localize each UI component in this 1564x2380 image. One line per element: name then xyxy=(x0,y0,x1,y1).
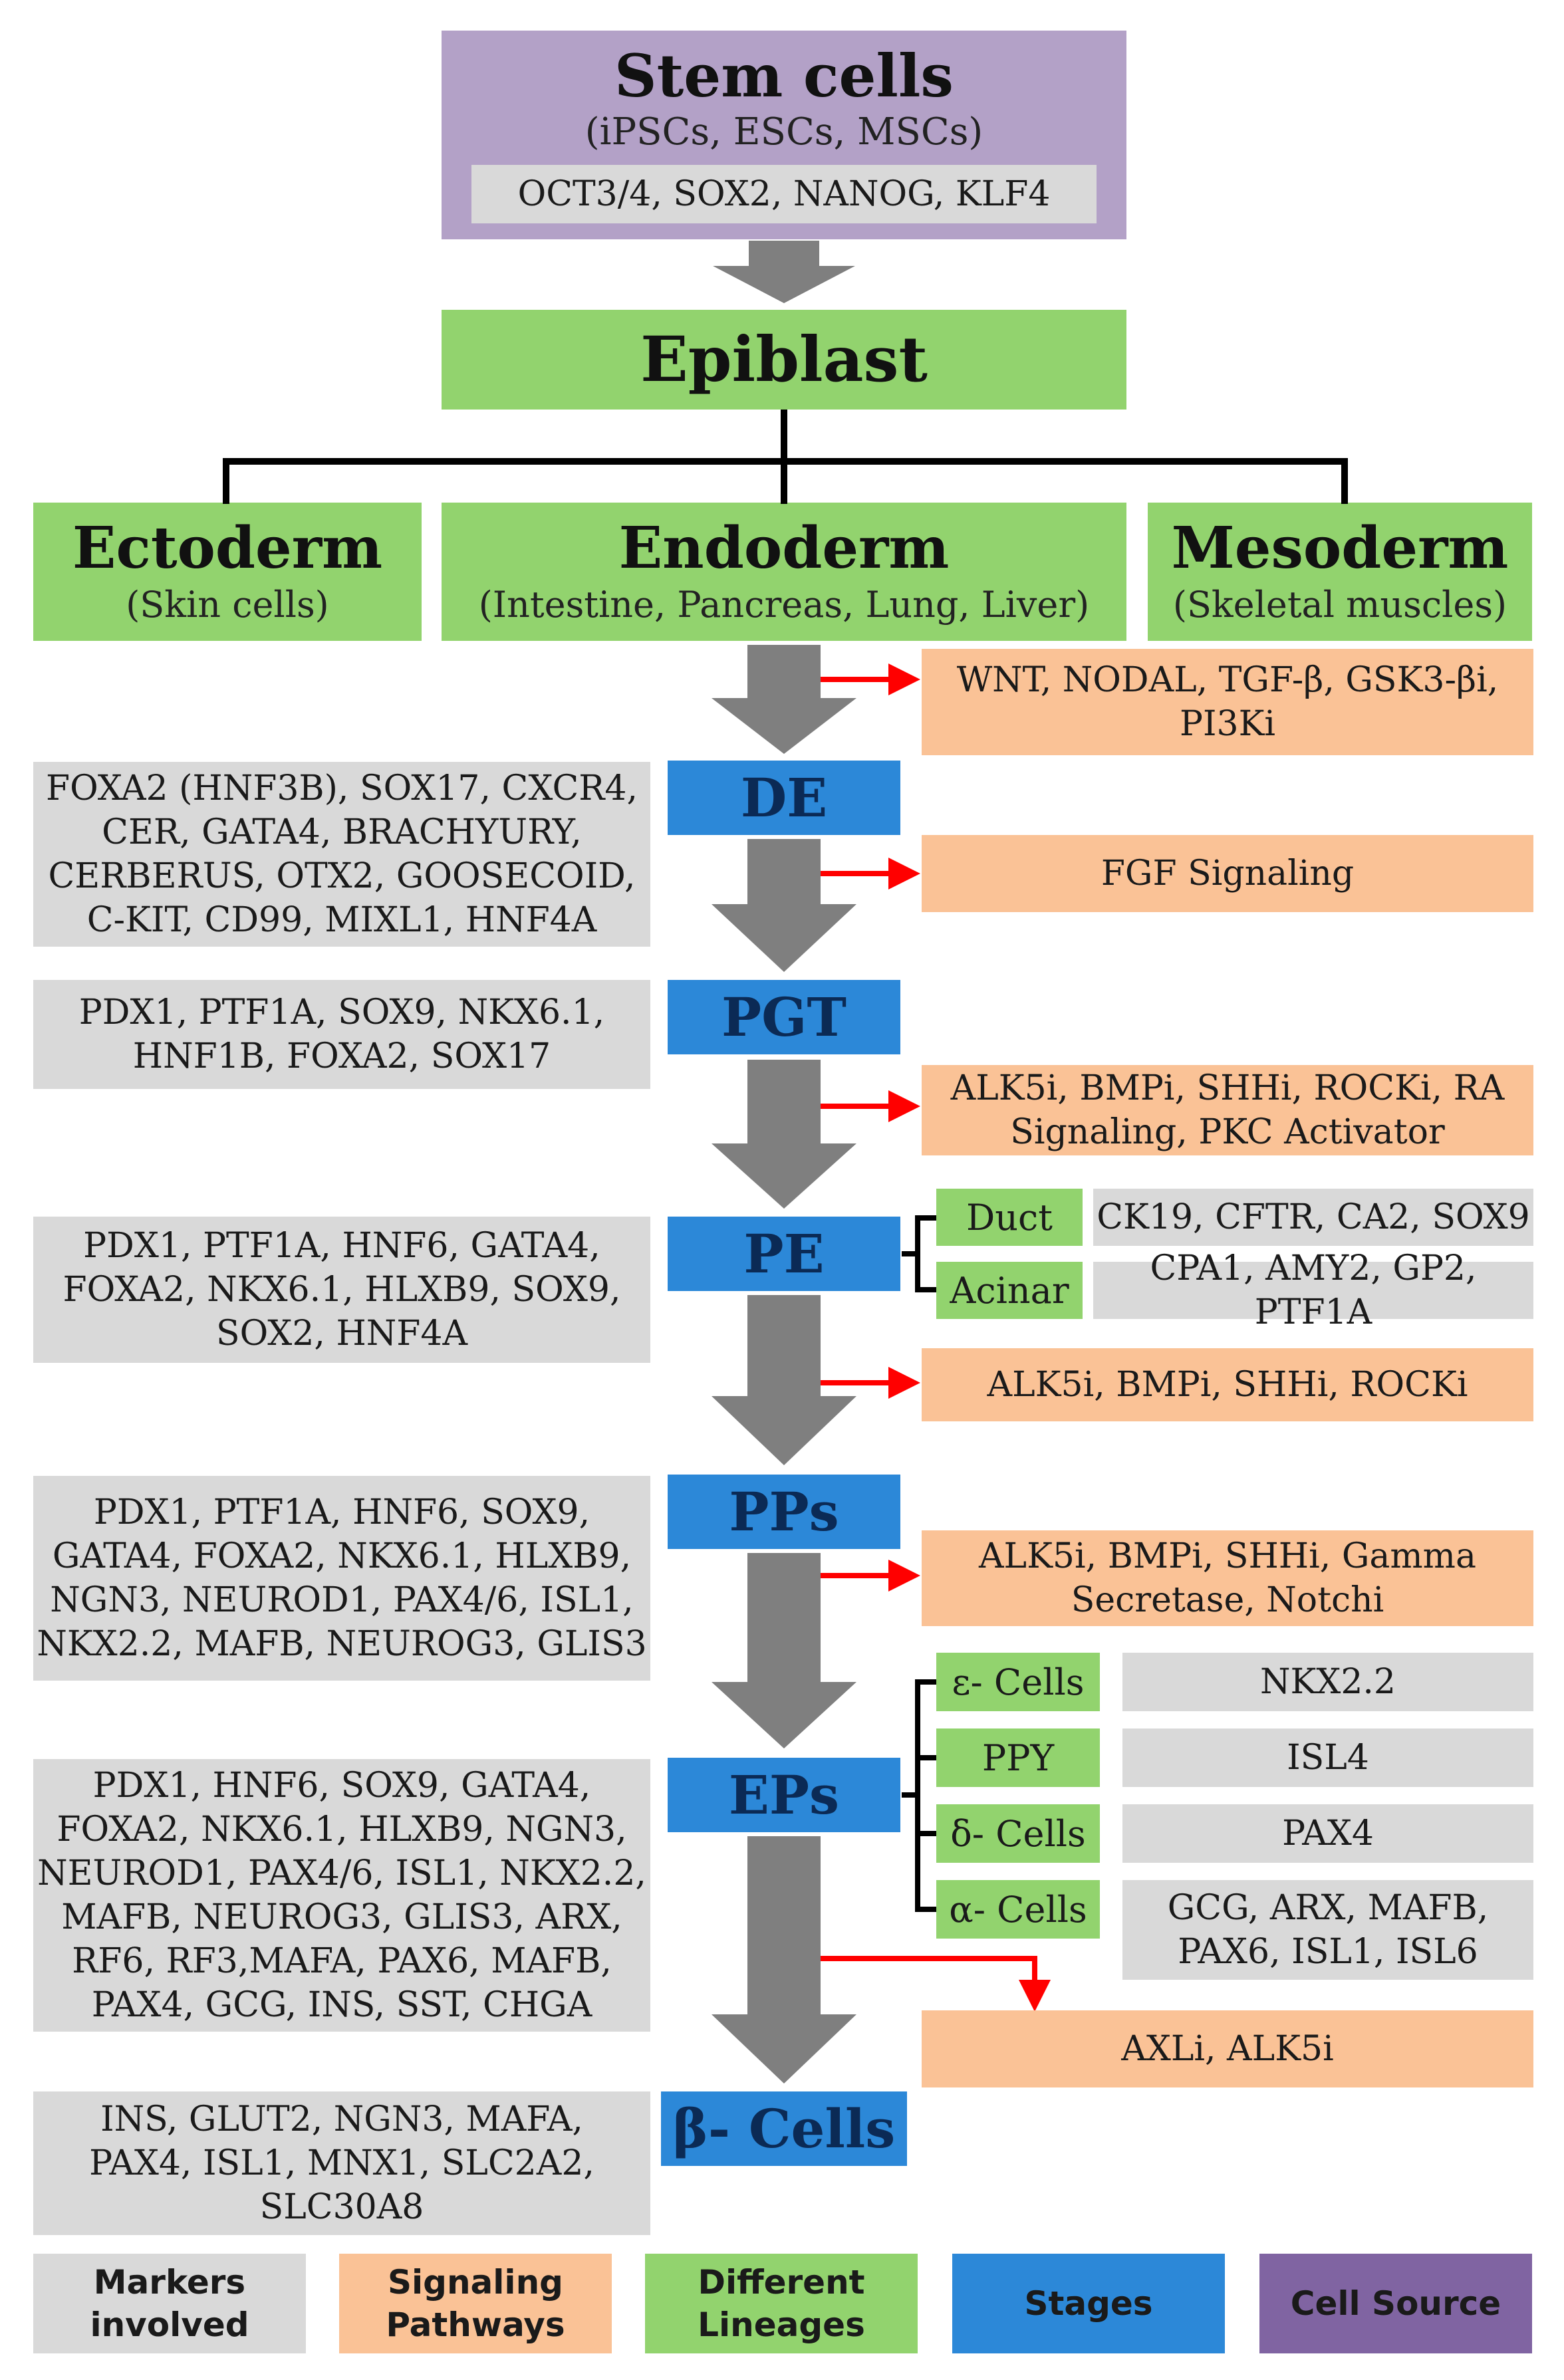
epiblast-box: Epiblast xyxy=(442,310,1126,410)
markers-pgt: PDX1, PTF1A, SOX9, NKX6.1, HNF1B, FOXA2,… xyxy=(33,980,650,1089)
legend-signaling: Signaling Pathways xyxy=(339,2254,612,2353)
ectoderm-title: Ectoderm xyxy=(72,515,383,582)
ep-branch-epsilon-label: ε- Cells xyxy=(952,1661,1085,1703)
markers-eps: PDX1, HNF6, SOX9, GATA4, FOXA2, NKX6.1, … xyxy=(33,1759,650,2032)
mesoderm-subtitle: (Skeletal muscles) xyxy=(1172,584,1507,626)
stage-pgt-label: PGT xyxy=(721,986,847,1048)
stage-pgt: PGT xyxy=(668,980,900,1054)
epiblast-title: Epiblast xyxy=(640,323,928,396)
ep-branch-delta-markers-text: PAX4 xyxy=(1282,1814,1374,1853)
signaling-wnt: WNT, NODAL, TGF-β, GSK3-βi, PI3Ki xyxy=(922,649,1533,755)
signaling-fgf-text: FGF Signaling xyxy=(1101,854,1355,893)
pe-branch-duct: Duct xyxy=(936,1189,1083,1246)
arrow-pgt-to-pe xyxy=(712,1060,856,1209)
ep-branch-delta: δ- Cells xyxy=(936,1804,1100,1863)
legend-markers: Markers involved xyxy=(33,2254,306,2353)
stage-eps-label: EPs xyxy=(728,1764,840,1826)
arrow-endoderm-to-de xyxy=(712,645,856,754)
stem-cells-markers: OCT3/4, SOX2, NANOG, KLF4 xyxy=(471,165,1097,223)
ep-branch-alpha-markers-text: GCG, ARX, MAFB, PAX6, ISL1, ISL6 xyxy=(1167,1888,1489,1972)
arrow-eps-to-beta xyxy=(712,1836,856,2083)
legend-stages: Stages xyxy=(952,2254,1225,2353)
ep-branch-epsilon: ε- Cells xyxy=(936,1653,1100,1711)
stage-de: DE xyxy=(668,761,900,835)
arrow-de-to-pgt xyxy=(712,839,856,972)
ectoderm-box: Ectoderm (Skin cells) xyxy=(33,503,422,641)
ep-branch-alpha: α- Cells xyxy=(936,1880,1100,1939)
signaling-alk5i-ra: ALK5i, BMPi, SHHi, ROCKi, RA Signaling, … xyxy=(922,1065,1533,1155)
arrow-pe-to-pps xyxy=(712,1295,856,1465)
pe-branch-acinar-label: Acinar xyxy=(950,1269,1069,1312)
legend-stages-label: Stages xyxy=(1024,2284,1153,2323)
markers-de: FOXA2 (HNF3B), SOX17, CXCR4, CER, GATA4,… xyxy=(33,762,650,947)
markers-pgt-text: PDX1, PTF1A, SOX9, NKX6.1, HNF1B, FOXA2,… xyxy=(78,993,605,1076)
signaling-gamma-secretase-text: ALK5i, BMPi, SHHi, Gamma Secretase, Notc… xyxy=(978,1536,1476,1620)
ectoderm-subtitle: (Skin cells) xyxy=(126,584,329,626)
signaling-gamma-secretase: ALK5i, BMPi, SHHi, Gamma Secretase, Notc… xyxy=(922,1530,1533,1626)
legend-markers-label: Markers involved xyxy=(90,2263,249,2344)
legend-signaling-label: Signaling Pathways xyxy=(386,2263,565,2344)
eps-bracket xyxy=(902,1679,936,1912)
markers-pe: PDX1, PTF1A, HNF6, GATA4, FOXA2, NKX6.1,… xyxy=(33,1217,650,1363)
ep-branch-ppy-markers: ISL4 xyxy=(1122,1728,1533,1787)
mesoderm-box: Mesoderm (Skeletal muscles) xyxy=(1148,503,1532,641)
markers-pe-text: PDX1, PTF1A, HNF6, GATA4, FOXA2, NKX6.1,… xyxy=(63,1226,621,1354)
endoderm-box: Endoderm (Intestine, Pancreas, Lung, Liv… xyxy=(442,503,1126,641)
lineage-tree xyxy=(223,410,1348,504)
pe-branch-duct-label: Duct xyxy=(966,1196,1053,1239)
ep-branch-ppy-markers-text: ISL4 xyxy=(1287,1738,1369,1778)
pe-branch-acinar: Acinar xyxy=(936,1262,1083,1319)
markers-pps-text: PDX1, PTF1A, HNF6, SOX9, GATA4, FOXA2, N… xyxy=(37,1492,647,1664)
arrow-pps-to-eps xyxy=(712,1553,856,1748)
pe-bracket xyxy=(902,1215,936,1292)
ep-branch-epsilon-markers-text: NKX2.2 xyxy=(1259,1662,1396,1702)
ep-branch-ppy-label: PPY xyxy=(981,1736,1055,1779)
signaling-alk5i-ra-text: ALK5i, BMPi, SHHi, ROCKi, RA Signaling, … xyxy=(950,1068,1505,1152)
stage-beta-cells: β- Cells xyxy=(661,2091,907,2166)
pe-branch-duct-markers: CK19, CFTR, CA2, SOX9 xyxy=(1093,1189,1533,1246)
legend-lineages: Different Lineages xyxy=(645,2254,918,2353)
stage-pe: PE xyxy=(668,1217,900,1291)
pe-branch-duct-markers-text: CK19, CFTR, CA2, SOX9 xyxy=(1097,1197,1530,1237)
arrow-stem-to-epiblast xyxy=(713,241,855,303)
signaling-fgf: FGF Signaling xyxy=(922,835,1533,912)
signaling-wnt-text: WNT, NODAL, TGF-β, GSK3-βi, PI3Ki xyxy=(956,660,1499,744)
signaling-alk5i-rocki: ALK5i, BMPi, SHHi, ROCKi xyxy=(922,1348,1533,1421)
endoderm-subtitle: (Intestine, Pancreas, Lung, Liver) xyxy=(478,584,1090,626)
stem-cells-subtitle: (iPSCs, ESCs, MSCs) xyxy=(585,110,983,154)
ep-branch-alpha-label: α- Cells xyxy=(949,1888,1087,1931)
markers-beta-text: INS, GLUT2, NGN3, MAFA, PAX4, ISL1, MNX1… xyxy=(89,2099,594,2227)
ep-branch-epsilon-markers: NKX2.2 xyxy=(1122,1653,1533,1711)
markers-de-text: FOXA2 (HNF3B), SOX17, CXCR4, CER, GATA4,… xyxy=(45,769,638,940)
stem-cells-title: Stem cells xyxy=(614,41,954,110)
stem-cells-markers-text: OCT3/4, SOX2, NANOG, KLF4 xyxy=(517,174,1051,214)
endoderm-title: Endoderm xyxy=(618,515,950,582)
markers-pps: PDX1, PTF1A, HNF6, SOX9, GATA4, FOXA2, N… xyxy=(33,1476,650,1681)
stage-pps: PPs xyxy=(668,1475,900,1549)
signaling-axli: AXLi, ALK5i xyxy=(922,2010,1533,2087)
markers-eps-text: PDX1, HNF6, SOX9, GATA4, FOXA2, NKX6.1, … xyxy=(37,1766,646,2025)
mesoderm-title: Mesoderm xyxy=(1171,515,1509,582)
legend-cell-source-label: Cell Source xyxy=(1290,2284,1501,2323)
stage-de-label: DE xyxy=(740,767,828,829)
stage-beta-label: β- Cells xyxy=(672,2097,896,2160)
legend-cell-source: Cell Source xyxy=(1259,2254,1532,2353)
ep-branch-alpha-markers: GCG, ARX, MAFB, PAX6, ISL1, ISL6 xyxy=(1122,1880,1533,1980)
ep-branch-ppy: PPY xyxy=(936,1728,1100,1787)
pe-branch-acinar-markers: CPA1, AMY2, GP2, PTF1A xyxy=(1093,1249,1533,1332)
legend-lineages-label: Different Lineages xyxy=(698,2263,865,2344)
stem-cells-box: Stem cells (iPSCs, ESCs, MSCs) OCT3/4, S… xyxy=(442,31,1126,239)
pe-branch-acinar-markers-text: CPA1, AMY2, GP2, PTF1A xyxy=(1150,1249,1477,1332)
signaling-axli-text: AXLi, ALK5i xyxy=(1121,2029,1334,2069)
ep-branch-delta-label: δ- Cells xyxy=(950,1812,1086,1855)
ep-branch-delta-markers: PAX4 xyxy=(1122,1804,1533,1863)
markers-beta-cells: INS, GLUT2, NGN3, MAFA, PAX4, ISL1, MNX1… xyxy=(33,2091,650,2235)
stage-pps-label: PPs xyxy=(729,1481,839,1543)
stage-eps: EPs xyxy=(668,1758,900,1832)
stage-pe-label: PE xyxy=(743,1223,825,1285)
signaling-alk5i-rocki-text: ALK5i, BMPi, SHHi, ROCKi xyxy=(987,1365,1468,1405)
